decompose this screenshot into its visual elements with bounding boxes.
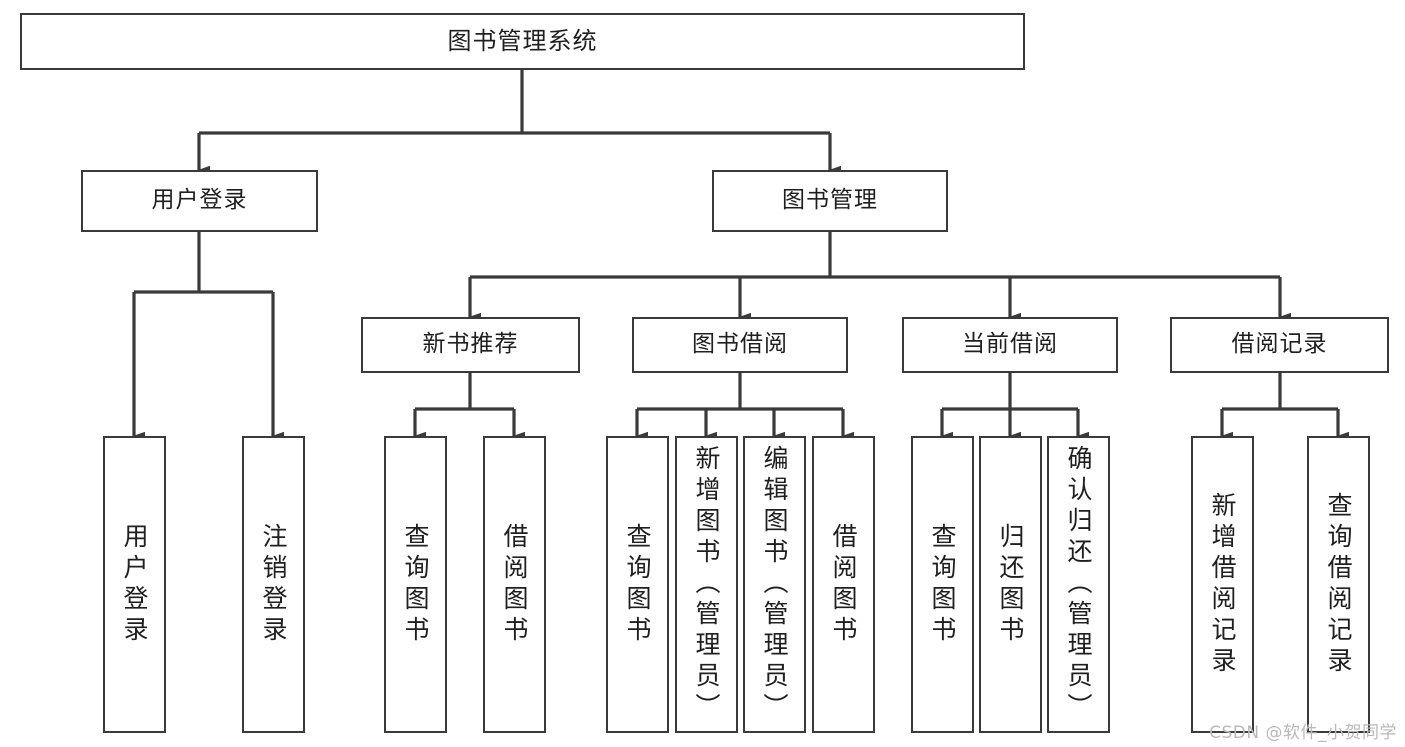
node-label: 查询图书 [401, 522, 430, 647]
node-leaf-confirm-return-admin[interactable]: 确认归还（管理员） [1047, 436, 1110, 733]
node-user-login[interactable]: 用户登录 [81, 170, 318, 232]
node-label: 当前借阅 [962, 331, 1058, 358]
node-label: 查询借阅记录 [1324, 491, 1353, 678]
node-label: 用户登录 [120, 522, 149, 647]
node-root-book-management-system[interactable]: 图书管理系统 [20, 13, 1025, 70]
node-label: 注销登录 [259, 522, 288, 647]
node-label: 图书管理 [782, 187, 878, 214]
node-label: 新书推荐 [422, 331, 519, 358]
node-borrow-record[interactable]: 借阅记录 [1170, 317, 1389, 373]
node-label: 借阅记录 [1231, 331, 1328, 358]
node-leaf-query-borrow-record[interactable]: 查询借阅记录 [1307, 436, 1370, 733]
node-leaf-borrow-book-1[interactable]: 借阅图书 [483, 436, 546, 733]
node-leaf-query-book-1[interactable]: 查询图书 [384, 436, 447, 733]
node-label: 编辑图书（管理员） [760, 445, 789, 724]
node-new-book-recommend[interactable]: 新书推荐 [361, 317, 580, 373]
node-label: 新增借阅记录 [1208, 491, 1237, 678]
node-leaf-query-book-3[interactable]: 查询图书 [911, 436, 974, 733]
node-label: 确认归还（管理员） [1064, 445, 1093, 724]
node-label: 图书借阅 [692, 331, 788, 358]
node-label: 新增图书（管理员） [692, 445, 721, 724]
node-leaf-edit-book-admin[interactable]: 编辑图书（管理员） [743, 436, 806, 733]
node-label: 用户登录 [151, 187, 248, 214]
node-label: 图书管理系统 [447, 27, 598, 56]
node-label: 借阅图书 [500, 522, 529, 647]
node-label: 借阅图书 [829, 522, 858, 647]
node-leaf-add-book-admin[interactable]: 新增图书（管理员） [675, 436, 738, 733]
node-leaf-user-login[interactable]: 用户登录 [103, 436, 166, 733]
node-current-borrow[interactable]: 当前借阅 [902, 317, 1118, 373]
node-label: 归还图书 [996, 522, 1025, 647]
node-label: 查询图书 [928, 522, 957, 647]
node-book-management[interactable]: 图书管理 [712, 170, 948, 232]
node-label: 查询图书 [623, 522, 652, 647]
node-leaf-add-borrow-record[interactable]: 新增借阅记录 [1191, 436, 1254, 733]
node-leaf-return-book[interactable]: 归还图书 [979, 436, 1042, 733]
node-book-borrow[interactable]: 图书借阅 [632, 317, 848, 373]
csdn-watermark: CSDN @软件_小贺同学 [1209, 723, 1397, 743]
node-leaf-logout-login[interactable]: 注销登录 [242, 436, 305, 733]
node-leaf-query-book-2[interactable]: 查询图书 [606, 436, 669, 733]
node-leaf-borrow-book-2[interactable]: 借阅图书 [812, 436, 875, 733]
